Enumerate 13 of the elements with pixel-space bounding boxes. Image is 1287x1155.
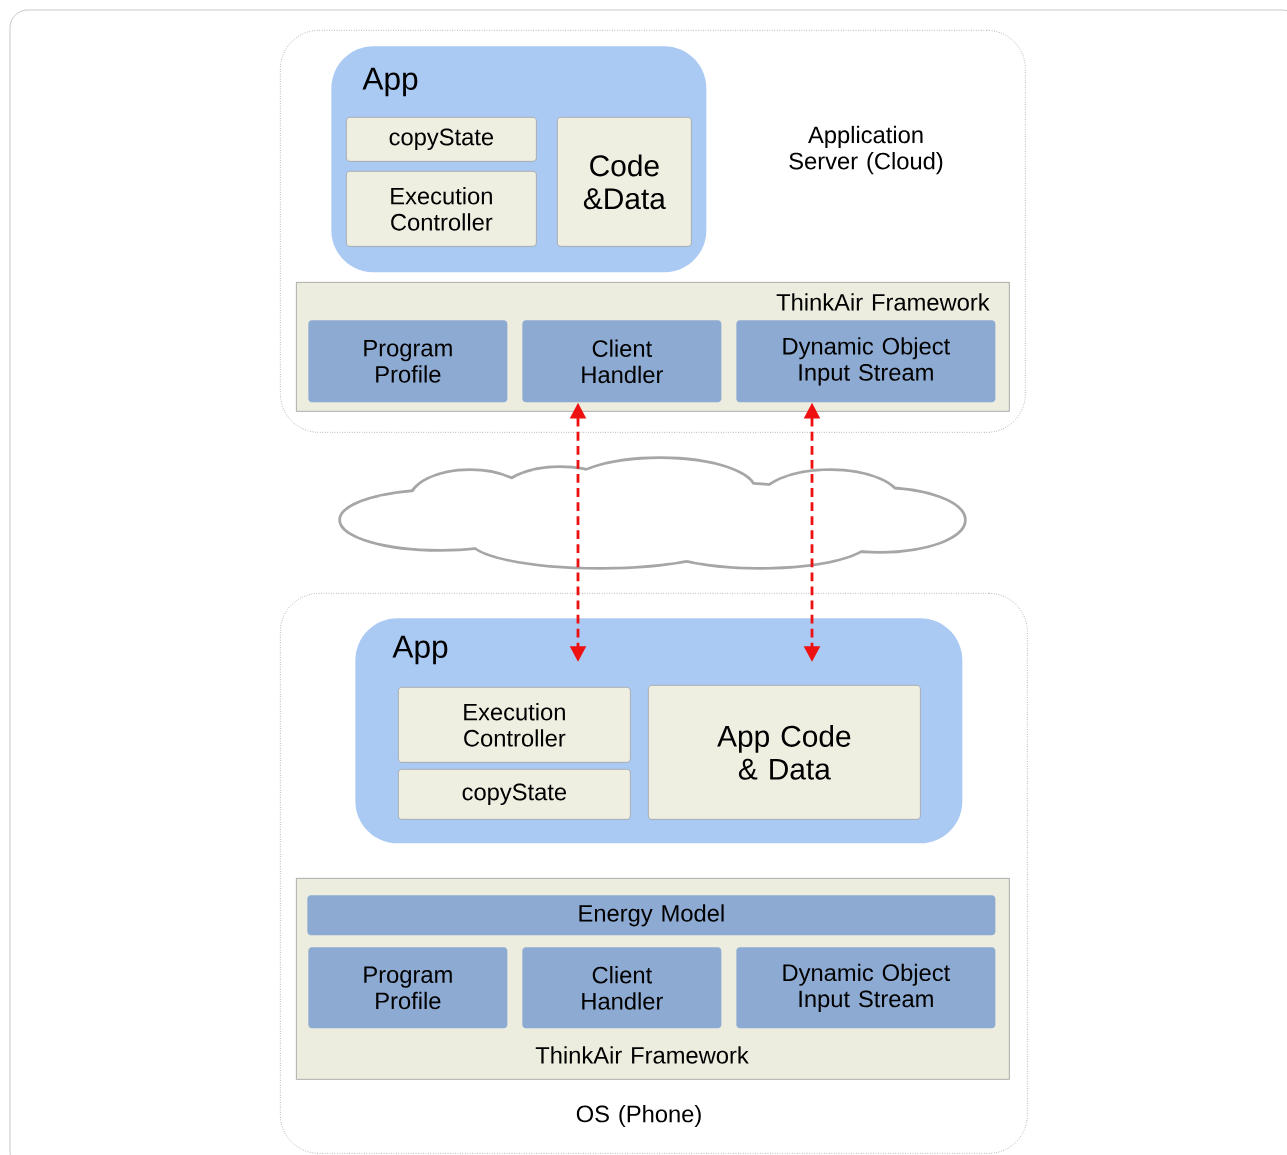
module-box: Dynamic Object Input Stream bbox=[736, 947, 996, 1029]
component-box: App Code & Data bbox=[648, 685, 921, 820]
module-bar: Energy Model bbox=[307, 895, 996, 936]
component-box: Execution Controller bbox=[346, 171, 537, 247]
component-box: Execution Controller bbox=[398, 687, 631, 763]
module-box: Dynamic Object Input Stream bbox=[736, 320, 996, 403]
module-box: Client Handler bbox=[522, 947, 722, 1029]
module-box: Program Profile bbox=[308, 320, 508, 403]
component-box: copyState bbox=[398, 769, 631, 820]
component-box: Code &Data bbox=[557, 117, 692, 247]
component-box: copyState bbox=[346, 117, 537, 162]
module-box: Program Profile bbox=[308, 947, 508, 1029]
module-box: Client Handler bbox=[522, 320, 722, 403]
